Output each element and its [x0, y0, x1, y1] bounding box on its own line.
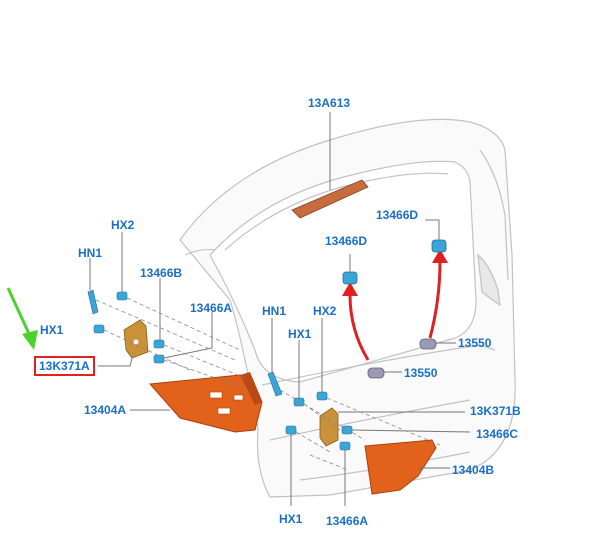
label-13404B: 13404B — [452, 463, 495, 477]
clip-13466D-right — [425, 219, 447, 253]
clip-HX2-mid — [316, 318, 328, 401]
label-13466B: 13466B — [140, 266, 183, 280]
label-13466A-bottom: 13466A — [326, 514, 369, 528]
label-13404A: 13404A — [84, 403, 127, 417]
label-HX2-mid: HX2 — [313, 304, 337, 318]
clip-13466B — [153, 278, 165, 349]
label-13466C: 13466C — [476, 427, 519, 441]
label-13K371B: 13K371B — [470, 404, 521, 418]
clip-HX2-left — [116, 232, 128, 301]
label-HX1-left: HX1 — [40, 323, 64, 337]
grommet-13550-right — [419, 338, 456, 350]
label-13466D-right: 13466D — [376, 208, 419, 222]
assembly-lines — [95, 297, 441, 471]
stud-HN1-left — [87, 258, 99, 315]
label-13550-mid: 13550 — [404, 366, 438, 380]
red-arrowhead-left — [342, 282, 358, 296]
label-13550-right: 13550 — [458, 336, 492, 350]
red-arrowhead-right — [432, 249, 448, 263]
clip-HX1-bottom — [285, 425, 297, 506]
bracket-13K371B — [319, 407, 465, 447]
label-HN1-mid: HN1 — [262, 304, 287, 318]
liftgate-body — [179, 118, 516, 498]
label-13K371A: 13K371A — [34, 356, 95, 376]
label-13466D-left: 13466D — [325, 234, 368, 248]
clip-13466D-left — [342, 254, 358, 285]
clip-13466C — [341, 425, 471, 435]
clip-HX1-mid — [293, 340, 305, 407]
grommet-13550-mid — [367, 367, 402, 379]
label-13A613: 13A613 — [308, 96, 351, 110]
label-HX2-left: HX2 — [111, 218, 135, 232]
tail-lamp-13404A — [130, 372, 263, 433]
stud-HN1-mid — [267, 318, 283, 397]
label-HX1-mid: HX1 — [288, 327, 312, 341]
clip-HX1-left — [93, 324, 105, 334]
high-mount-stop-lamp — [291, 179, 369, 219]
clip-13466A-bottom — [339, 441, 351, 506]
label-HX1-bottom: HX1 — [279, 512, 303, 526]
tail-lamp-13404B — [364, 439, 450, 495]
red-arrows — [348, 261, 442, 361]
label-13466A-upper: 13466A — [190, 301, 233, 315]
label-HN1-left: HN1 — [78, 246, 103, 260]
green-arrow — [6, 287, 38, 350]
bracket-13K371A — [98, 319, 149, 367]
